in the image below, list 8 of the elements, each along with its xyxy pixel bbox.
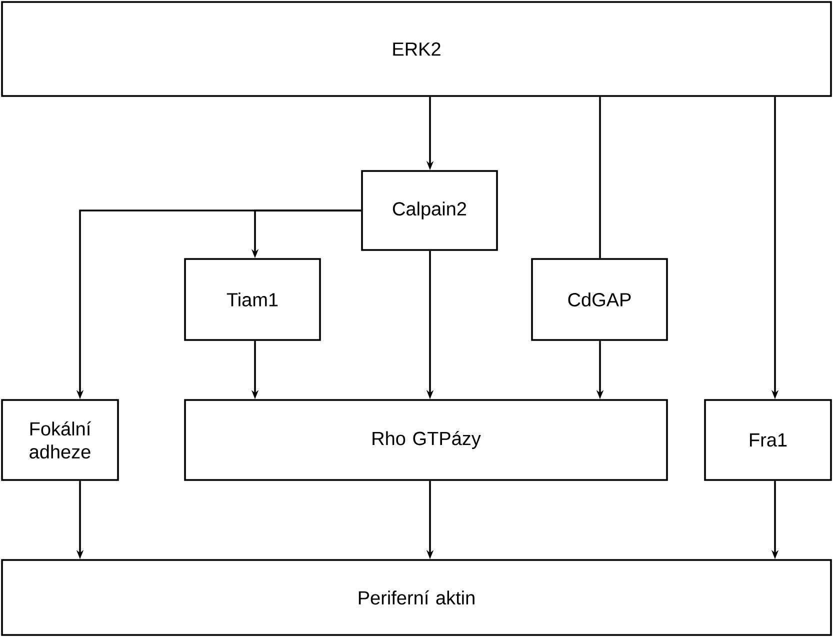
process-box: Tiam1 xyxy=(184,258,321,341)
process-box: ERK2 xyxy=(1,1,832,97)
process-box: Periferní aktin xyxy=(1,559,832,636)
process-box: Rho GTPázy xyxy=(184,399,668,481)
process-box: CdGAP xyxy=(531,258,668,341)
process-box: Calpain2 xyxy=(361,170,498,251)
process-box: Fra1 xyxy=(704,399,832,481)
process-box: Fokální adheze xyxy=(1,399,119,481)
